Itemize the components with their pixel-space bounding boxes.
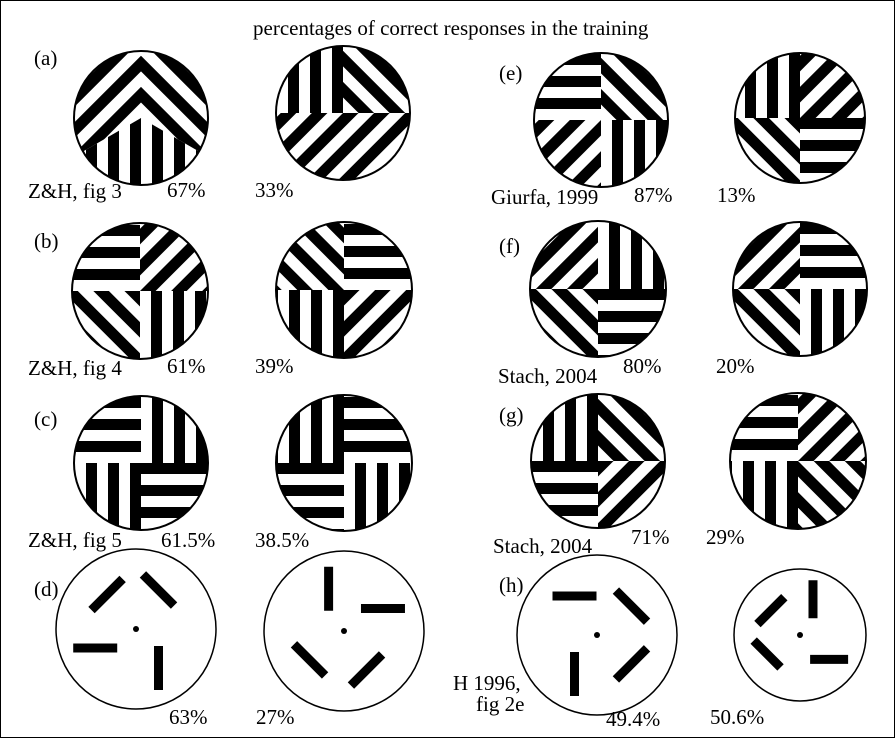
left-pct-f: 80% <box>623 356 662 377</box>
source-e: Giurfa, 1999 <box>491 187 598 208</box>
source-b: Z&H, fig 4 <box>28 358 122 379</box>
left-pct-d: 63% <box>169 707 208 728</box>
right-pct-c: 38.5% <box>255 530 309 551</box>
right-pct-h: 50.6% <box>710 707 764 728</box>
figure-title: percentages of correct responses in the … <box>253 18 648 39</box>
source-a: Z&H, fig 3 <box>28 181 122 202</box>
disk-d-left <box>56 549 216 709</box>
right-pct-f: 20% <box>716 356 755 377</box>
left-pct-g: 71% <box>631 527 670 548</box>
panel-label-a: (a) <box>34 48 57 69</box>
panel-label-b: (b) <box>34 231 59 252</box>
left-pct-h: 49.4% <box>606 709 660 730</box>
source-f: Stach, 2004 <box>498 366 597 387</box>
right-pct-g: 29% <box>706 527 745 548</box>
panel-label-g: (g) <box>499 405 524 426</box>
right-pct-d: 27% <box>256 707 295 728</box>
source-h-line2: fig 2e <box>476 694 524 715</box>
panel-label-d: (d) <box>34 579 59 600</box>
source-c: Z&H, fig 5 <box>28 530 122 551</box>
left-pct-e: 87% <box>634 185 673 206</box>
panel-label-e: (e) <box>499 63 522 84</box>
source-g: Stach, 2004 <box>493 536 592 557</box>
panel-label-h: (h) <box>499 575 524 596</box>
right-pct-b: 39% <box>255 356 294 377</box>
left-pct-b: 61% <box>167 356 206 377</box>
panel-label-c: (c) <box>34 409 57 430</box>
source-h-line1: H 1996, <box>453 673 521 694</box>
left-pct-a: 67% <box>167 180 206 201</box>
panel-label-f: (f) <box>499 236 520 257</box>
left-pct-c: 61.5% <box>161 530 215 551</box>
disk-h-left <box>517 555 677 715</box>
right-pct-e: 13% <box>717 185 756 206</box>
right-pct-a: 33% <box>255 180 294 201</box>
disk-h-right <box>734 569 866 701</box>
disk-d-right <box>264 551 424 711</box>
